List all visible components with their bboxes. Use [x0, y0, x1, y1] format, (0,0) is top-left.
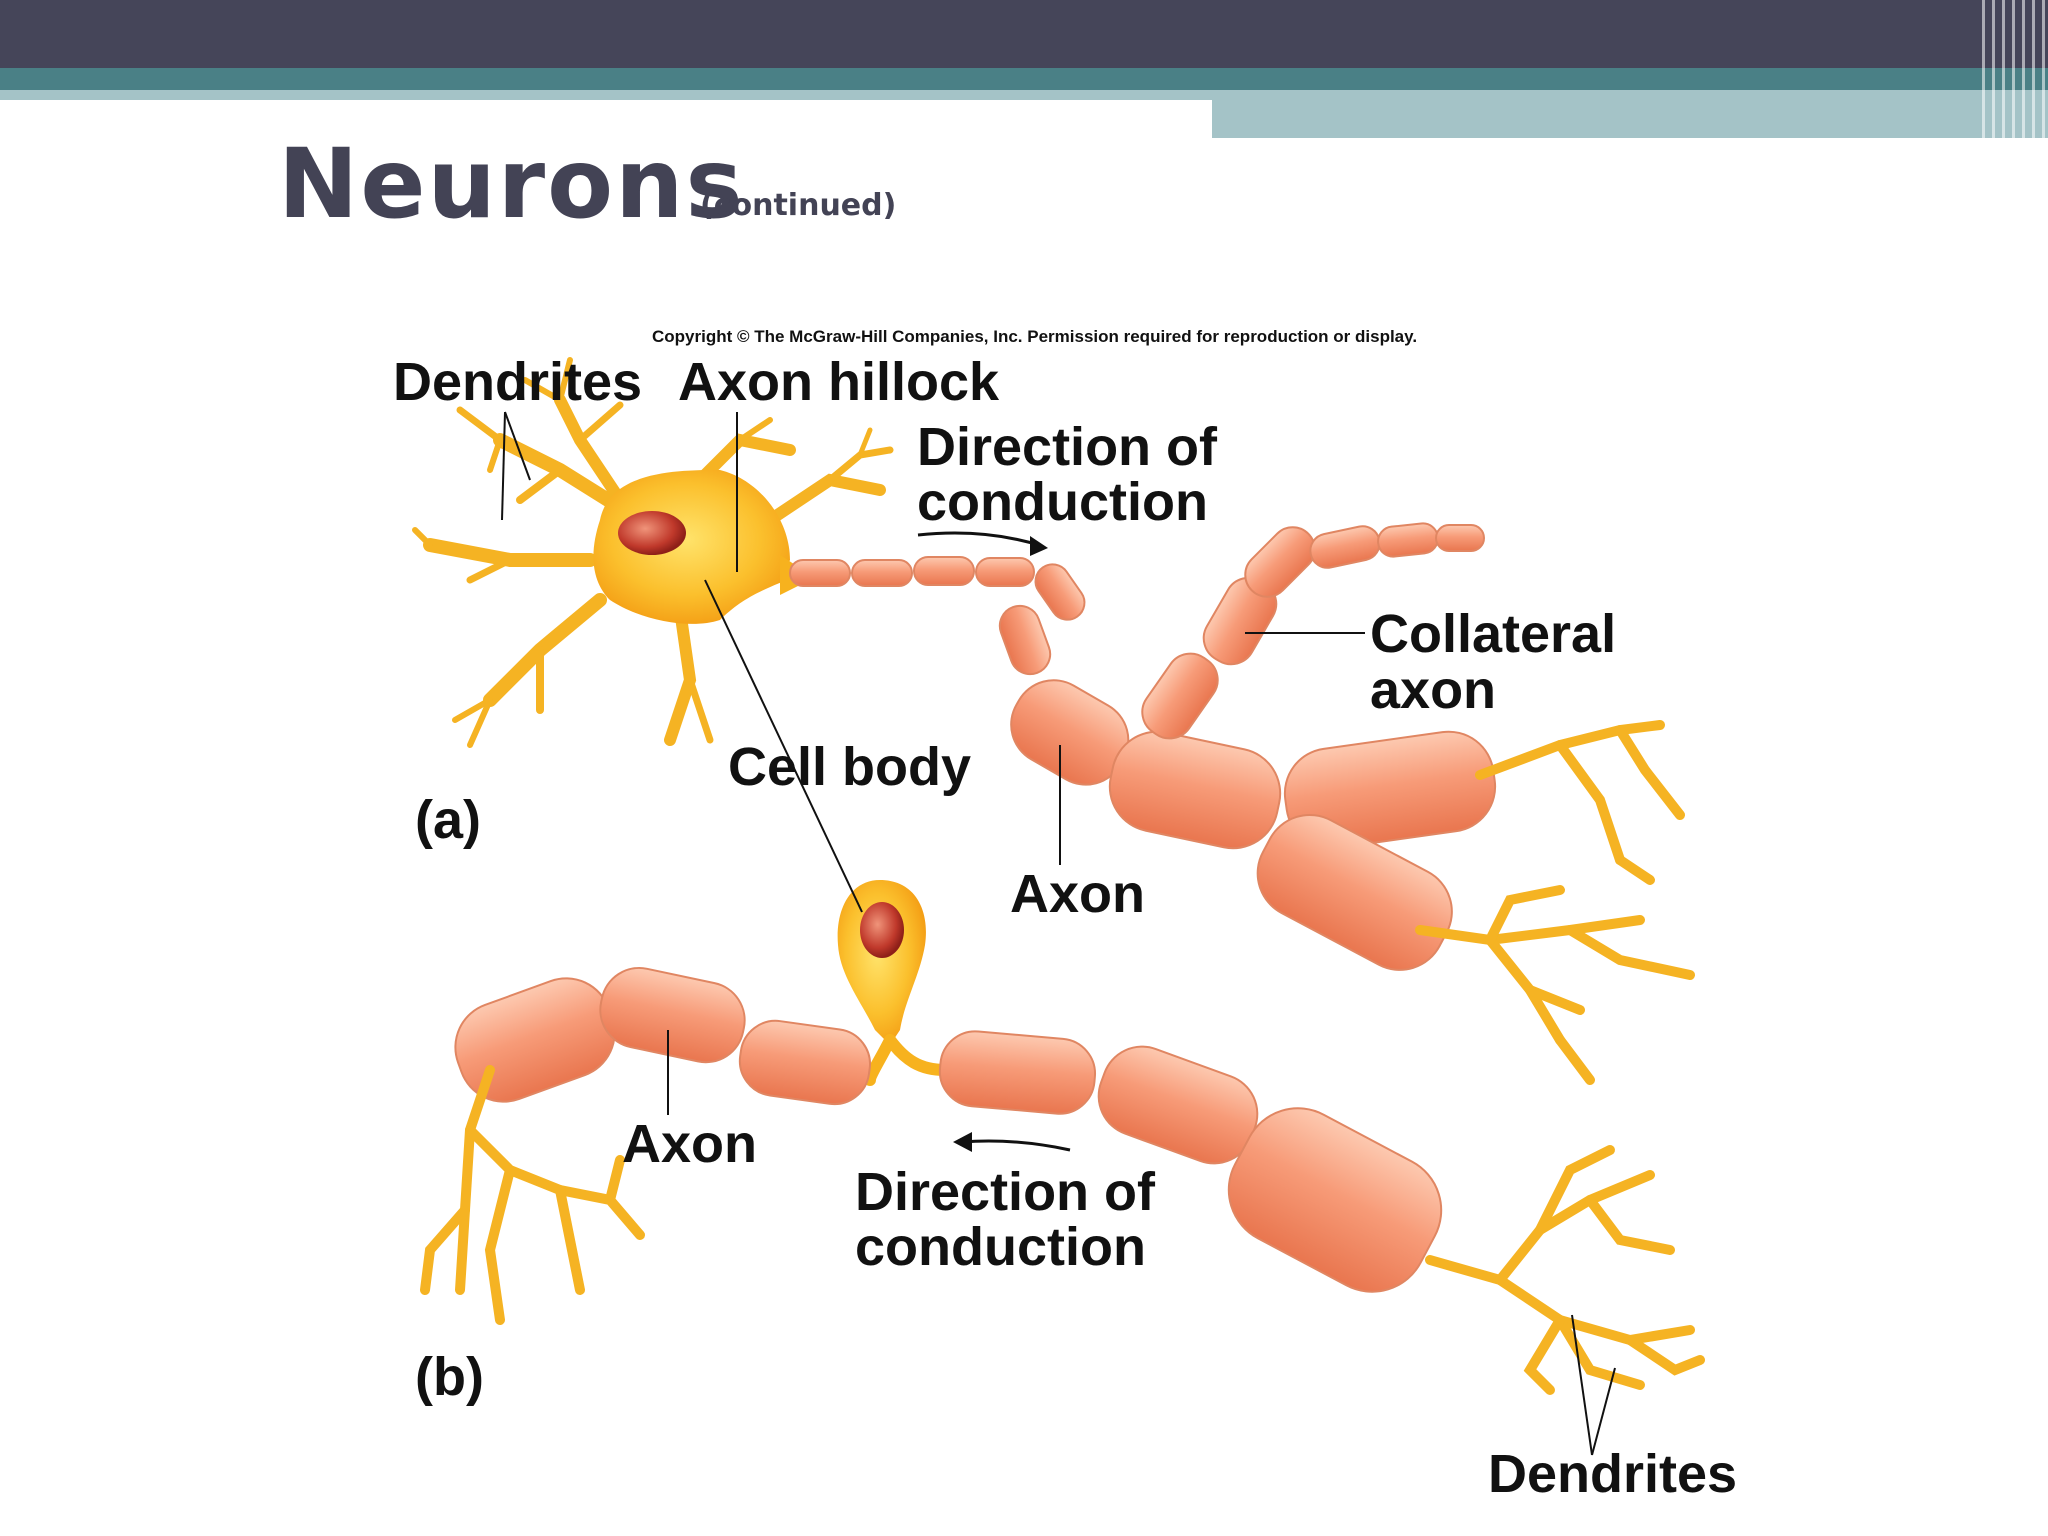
label-axon-hillock: Axon hillock [678, 352, 1000, 412]
multipolar-neuron [412, 357, 1695, 1085]
slide-subtitle: (continued) [700, 188, 897, 223]
panel-b-nucleus [860, 902, 904, 958]
label-direction-b-line2: conduction [855, 1217, 1146, 1277]
leader-lines [501, 411, 1616, 1456]
header-edge-stripes [1982, 0, 2048, 138]
label-panel-b: (b) [415, 1347, 484, 1407]
label-collateral-line1: Collateral [1370, 604, 1616, 664]
panel-a-myelin-segments [1010, 679, 1497, 971]
label-axon-b: Axon [622, 1114, 757, 1174]
header-light-bar-right [1212, 90, 2048, 138]
copyright-notice: Copyright © The McGraw-Hill Companies, I… [652, 327, 1417, 346]
label-cell-body: Cell body [728, 737, 971, 797]
panel-b-cell-body [837, 880, 926, 1045]
panel-b-left-dendrites [420, 1065, 645, 1325]
header-teal-bar [0, 68, 2048, 90]
label-direction-a-line1: Direction of [917, 417, 1218, 477]
unipolar-neuron [420, 880, 1705, 1395]
header-dark-bar [0, 0, 2048, 68]
label-direction-b-line1: Direction of [855, 1162, 1156, 1222]
label-panel-a: (a) [415, 790, 481, 850]
panel-b-myelin-segments [454, 966, 1443, 1293]
panel-a-dendrite-branches [412, 357, 894, 748]
header-light-bar-left [0, 90, 1212, 100]
label-dendrites-a: Dendrites [393, 352, 642, 412]
panel-a-nucleus [618, 511, 686, 555]
panel-b-right-dendrites [1425, 1145, 1705, 1395]
panel-b-cell-process [864, 1034, 951, 1086]
panel-a-collateral-segments [1141, 522, 1485, 740]
conduction-arrow-b [953, 1132, 1071, 1152]
slide-title: Neurons [278, 128, 745, 240]
panel-a-thin-myelin-segments [789, 556, 1086, 676]
label-direction-a-line2: conduction [917, 472, 1208, 532]
panel-a-axon-terminals [1415, 720, 1695, 1085]
label-dendrites-b: Dendrites [1488, 1444, 1737, 1504]
panel-a-cell-body [593, 470, 800, 624]
label-axon-a: Axon [1010, 864, 1145, 924]
conduction-arrow-a [917, 531, 1048, 556]
label-collateral-line2: axon [1370, 660, 1496, 720]
